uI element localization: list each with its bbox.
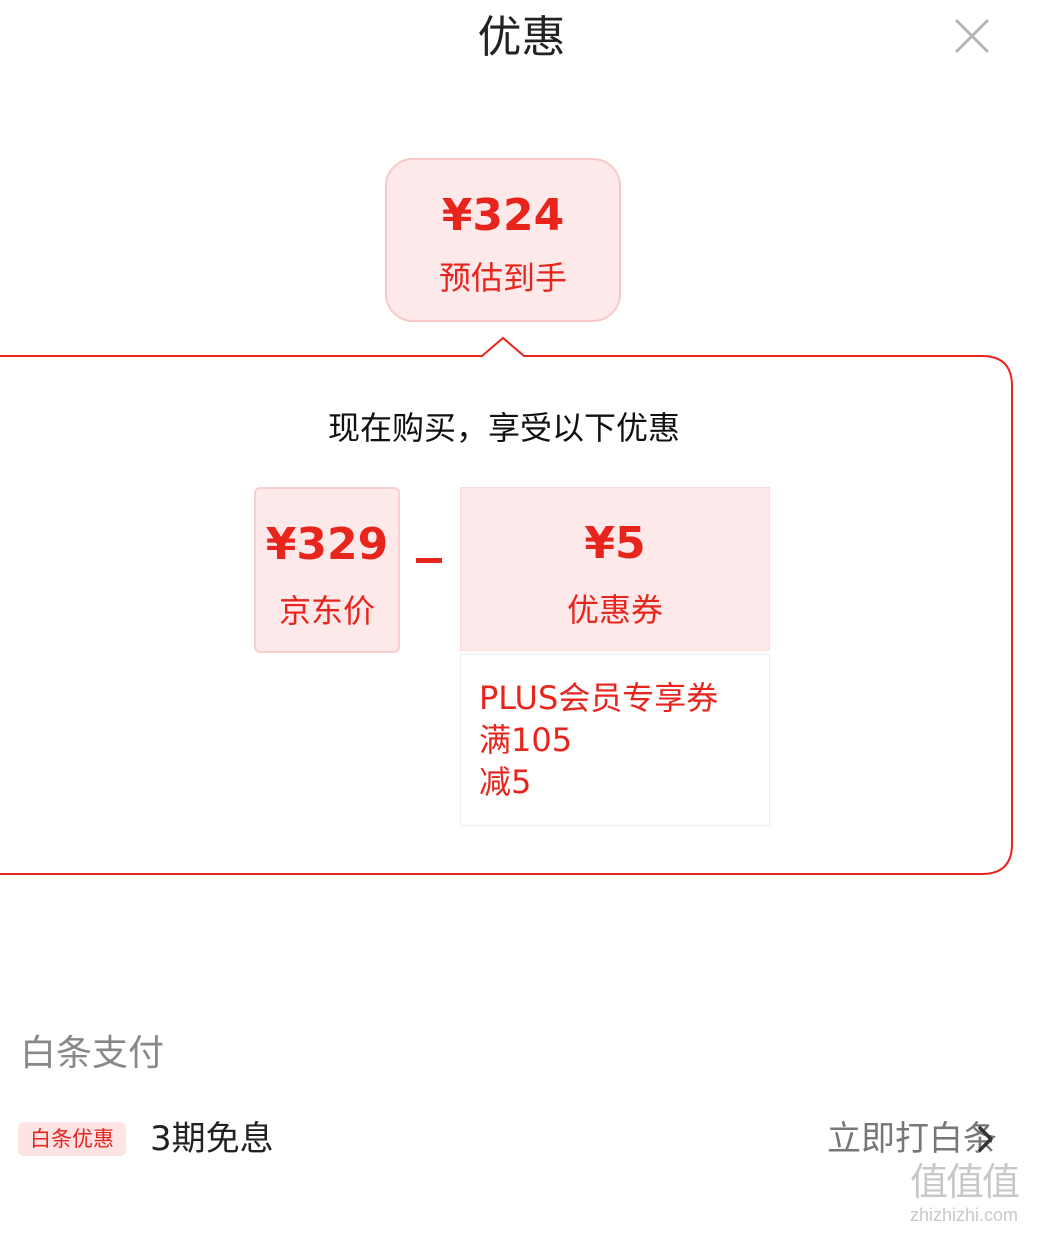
minus-icon [416, 558, 442, 563]
coupon-detail-line: PLUS会员专享券 [479, 679, 719, 717]
close-icon [955, 19, 989, 53]
coupon-amount: ¥5 [584, 518, 646, 569]
open-baitiao-chevron[interactable] [974, 1122, 998, 1156]
baitiao-discount-badge: 白条优惠 [18, 1122, 126, 1156]
chevron-right-icon [978, 1126, 993, 1152]
watermark: 值值值 zhizhizhi.com [894, 1160, 1034, 1226]
jd-price-amount: ¥329 [265, 519, 389, 570]
watermark-site: zhizhizhi.com [909, 1205, 1019, 1225]
coupon-detail-line: 减5 [479, 763, 532, 801]
coupon-detail-line: 满105 [479, 721, 573, 759]
coupon-card: ¥5 优惠券 [460, 487, 770, 651]
close-button[interactable] [950, 14, 994, 58]
estimated-price-badge: ¥324 预估到手 [385, 158, 621, 322]
open-baitiao-link[interactable]: 立即打白条 [827, 1119, 997, 1159]
jd-price-card: ¥329 京东价 [254, 487, 400, 653]
offer-headline: 现在购买，享受以下优惠 [327, 409, 680, 447]
page-title: 优惠 [477, 12, 566, 63]
watermark-logo: 值值值 [909, 1160, 1020, 1204]
estimated-price-label: 预估到手 [438, 259, 567, 297]
baitiao-section-title: 白条支付 [20, 1033, 165, 1074]
coupon-label: 优惠券 [566, 591, 663, 629]
coupon-detail: PLUS会员专享券 满105 减5 [460, 654, 770, 826]
offer-bubble-outline [0, 336, 1013, 875]
jd-price-label: 京东价 [278, 592, 375, 630]
installment-plan: 3期免息 [150, 1119, 274, 1159]
estimated-price-amount: ¥324 [441, 190, 565, 241]
